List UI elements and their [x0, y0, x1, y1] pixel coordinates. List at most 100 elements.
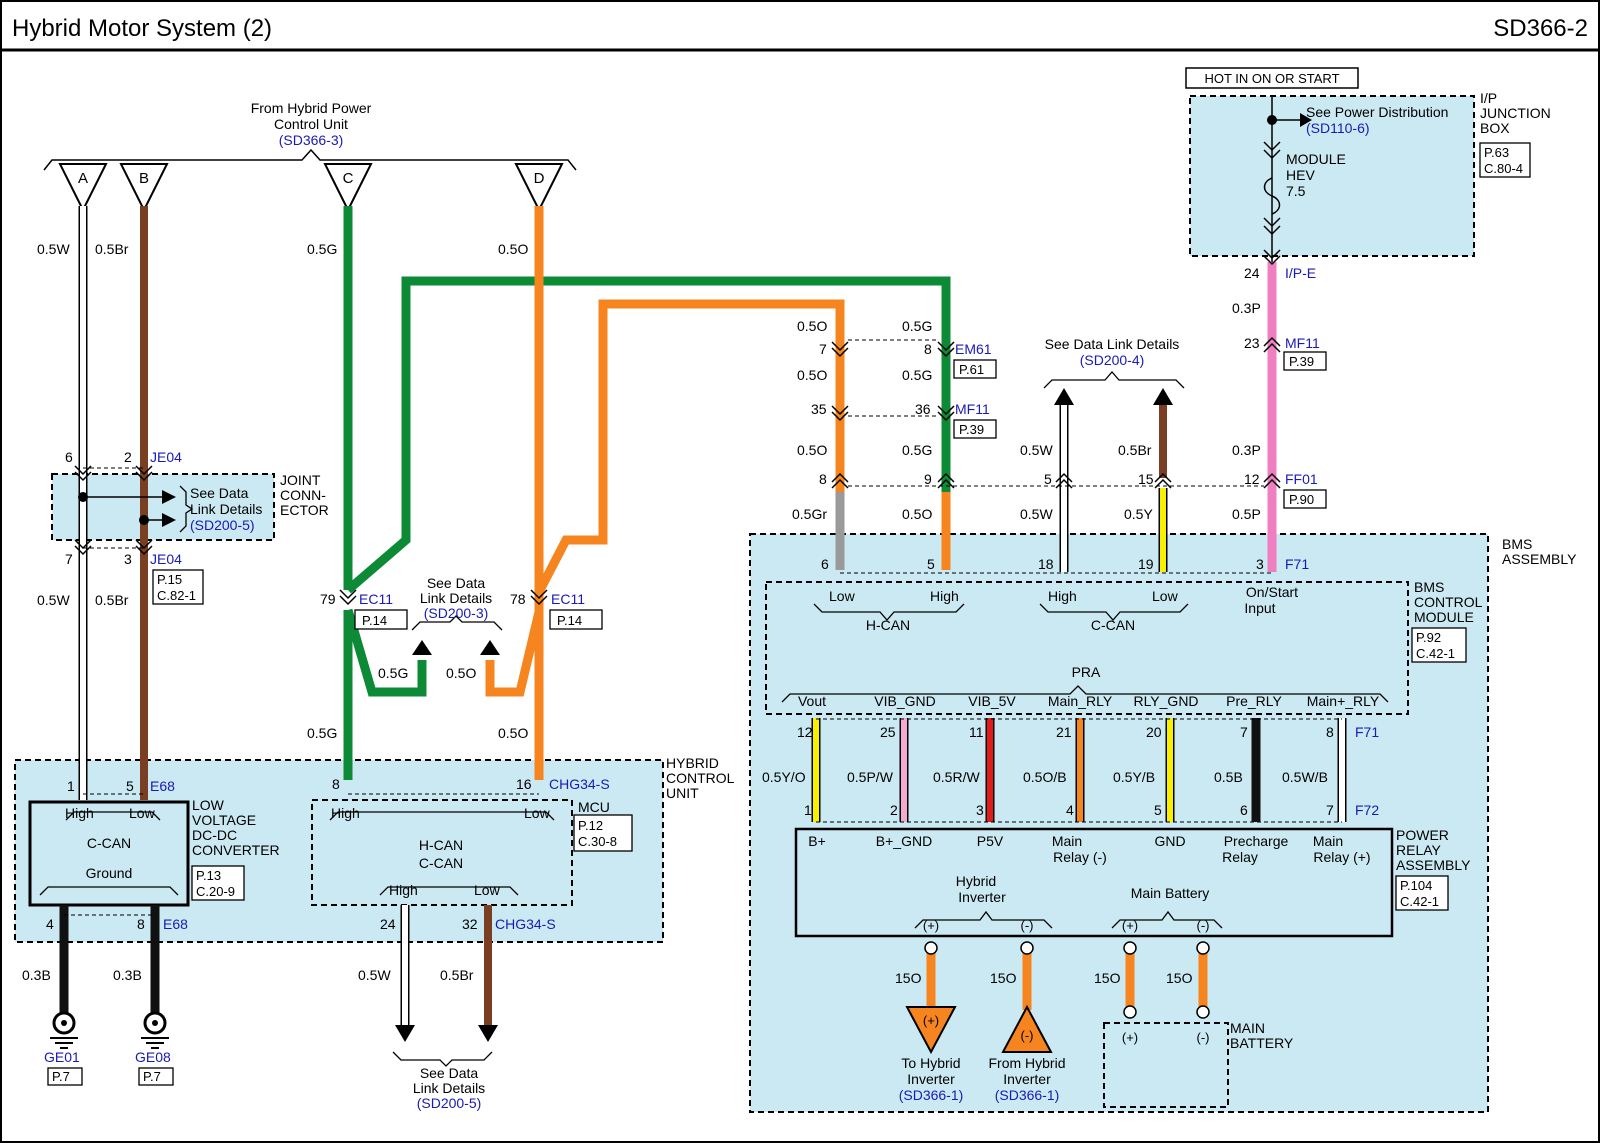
- connector-mf11-left: MF11: [955, 401, 990, 417]
- connector-e68-bottom: E68: [163, 916, 188, 932]
- pin-f71-18: 18: [1038, 556, 1054, 572]
- page-ref-ff01: P.90: [1289, 492, 1314, 507]
- pin-f72-6: 6: [1240, 802, 1248, 818]
- ldc-name-l4: CONVERTER: [192, 842, 280, 858]
- hcan-bracket: [813, 603, 965, 621]
- pin-chg34-32: 32: [462, 916, 478, 932]
- pin-f71-3: 3: [1256, 556, 1264, 572]
- wire-label-d-low: 0.5O: [498, 725, 528, 741]
- page-ref-pra-p: P.104: [1400, 878, 1432, 893]
- datalink-joint-ref: (SD200-5): [190, 517, 255, 533]
- connector-e68-top: E68: [150, 778, 175, 794]
- pin-f71-21: 21: [1056, 724, 1072, 740]
- pin-f72-7: 7: [1326, 802, 1334, 818]
- datalink3-bracket: [411, 615, 503, 631]
- to-hybrid-inverter-triangle: (+): [905, 1006, 957, 1055]
- bms-control-l3: MODULE: [1414, 609, 1474, 625]
- wire-label-d-top: 0.5O: [498, 241, 528, 257]
- pin-ec11-78: 78: [510, 591, 526, 607]
- bms-control-l2: CONTROL: [1414, 594, 1483, 610]
- pin-chg34-24: 24: [380, 916, 396, 932]
- page-ref-mcu-p: P.12: [578, 818, 603, 833]
- connector-je04-bottom: JE04: [150, 551, 182, 567]
- main-battery-l1: MAIN: [1230, 1020, 1265, 1036]
- wire-label-c-branch: 0.5G: [378, 665, 408, 681]
- pin-ec11-79: 79: [320, 591, 336, 607]
- hot-label-box: [1185, 67, 1359, 89]
- wire-label-mcu-high: 0.5W: [358, 967, 391, 983]
- bms-hcan-low: Low: [829, 588, 856, 604]
- page-code: SD366-2: [1493, 15, 1588, 42]
- connector-chevrons: [74, 249, 1281, 606]
- ldc-box: [28, 800, 190, 907]
- pin-e68-1: 1: [67, 778, 75, 794]
- connector-ec11-left: EC11: [359, 591, 393, 607]
- wire-label-p-mid: 0.3P: [1232, 442, 1261, 458]
- from-inverter-l2: Inverter: [1003, 1071, 1051, 1087]
- terminal-c-triangle: C: [323, 163, 373, 213]
- from-hpcu-label: From Hybrid Power Control Unit (SD366-3): [43, 100, 577, 171]
- mcu-name: MCU: [578, 799, 610, 815]
- ldc-ground-bracket: [39, 886, 179, 896]
- wire-label-c-top: 0.5G: [307, 241, 337, 257]
- page-ref-mcu-c: C.30-8: [578, 834, 617, 849]
- wire-label-vib-gnd: 0.5P/W: [847, 769, 894, 785]
- pin-f71-25: 25: [880, 724, 896, 740]
- wire-label-hv1: 15O: [895, 970, 922, 986]
- page-ref-ge08: P.7: [143, 1069, 161, 1084]
- pra-pin-main-plus-rly: Main+_RLY: [1307, 693, 1380, 709]
- relay-pin-gnd: GND: [1154, 833, 1185, 849]
- datalink5-bracket: [392, 1051, 493, 1067]
- wire-label-ccan-y: 0.5Y: [1124, 506, 1153, 522]
- ccan-arrow-left: [1054, 388, 1074, 405]
- hcu-name-l1: HYBRID: [666, 755, 719, 771]
- wire-label-p-top: 0.3P: [1232, 300, 1261, 316]
- ground-ge01-icon: [50, 1011, 78, 1049]
- relay-pin-bplus: B+: [808, 833, 826, 849]
- mcu-top-bracket: [329, 811, 555, 821]
- page-ref-ec11-left: P.14: [362, 613, 387, 628]
- battery-plus-term: (+): [1122, 918, 1138, 933]
- wire-label-c-low: 0.5G: [307, 725, 337, 741]
- pra-assembly-l3: ASSEMBLY: [1396, 857, 1471, 873]
- connector-chg34s-bottom: CHG34-S: [495, 916, 556, 932]
- bms-assembly-l1: BMS: [1502, 536, 1532, 552]
- pin-je04-3: 3: [124, 551, 132, 567]
- pin-f71-19: 19: [1138, 556, 1154, 572]
- wire-label-b-top: 0.5Br: [95, 241, 129, 257]
- wire-label-ff01-o: 0.5O: [797, 442, 827, 458]
- wire-label-pre-rly: 0.5B: [1214, 769, 1243, 785]
- pin-f72-1: 1: [804, 802, 812, 818]
- pin-em61-7: 7: [819, 341, 827, 357]
- relay-pin-p5v: P5V: [977, 833, 1004, 849]
- connector-f72: F72: [1355, 802, 1379, 818]
- relay-pin-main-plus-l1: Main: [1313, 833, 1343, 849]
- mcu-high-label: High: [331, 805, 360, 821]
- pin-je04-7: 7: [65, 551, 73, 567]
- datalink-right-ref: (SD200-4): [1080, 352, 1145, 368]
- page-title: Hybrid Motor System (2): [12, 15, 272, 42]
- wire-label-gnd2: 0.3B: [113, 967, 142, 983]
- connector-f71-pra: F71: [1355, 724, 1379, 740]
- fuse-label-l3: 7.5: [1286, 183, 1306, 199]
- ldc-name-l3: DC-DC: [192, 827, 237, 843]
- svg-text:C: C: [343, 170, 354, 187]
- from-hybrid-inverter-triangle: (-): [1001, 1004, 1053, 1053]
- ldc-low-label: Low: [129, 805, 156, 821]
- battery-minus-term: (-): [1197, 918, 1210, 933]
- wire-label-mf11-o: 0.5O: [797, 367, 827, 383]
- main-battery-l2: BATTERY: [1230, 1035, 1294, 1051]
- junction-box-panel: [1189, 95, 1475, 257]
- svg-text:Control Unit: Control Unit: [274, 116, 348, 132]
- bms-hcan-high: High: [930, 588, 959, 604]
- relay-pin-main-minus-l2: Relay (-): [1053, 849, 1107, 865]
- pin-ff01-8: 8: [819, 471, 827, 487]
- datalink-joint-l1: See Data: [190, 485, 249, 501]
- page-ref-em61: P.61: [959, 362, 984, 377]
- wire-label-mcu-low: 0.5Br: [440, 967, 474, 983]
- jbox-see-power: See Power Distribution: [1306, 104, 1448, 120]
- page-ref-mf11-left: P.39: [959, 422, 984, 437]
- joint-connector-panel: [51, 473, 275, 541]
- datalink-bottom-l2: Link Details: [413, 1080, 485, 1096]
